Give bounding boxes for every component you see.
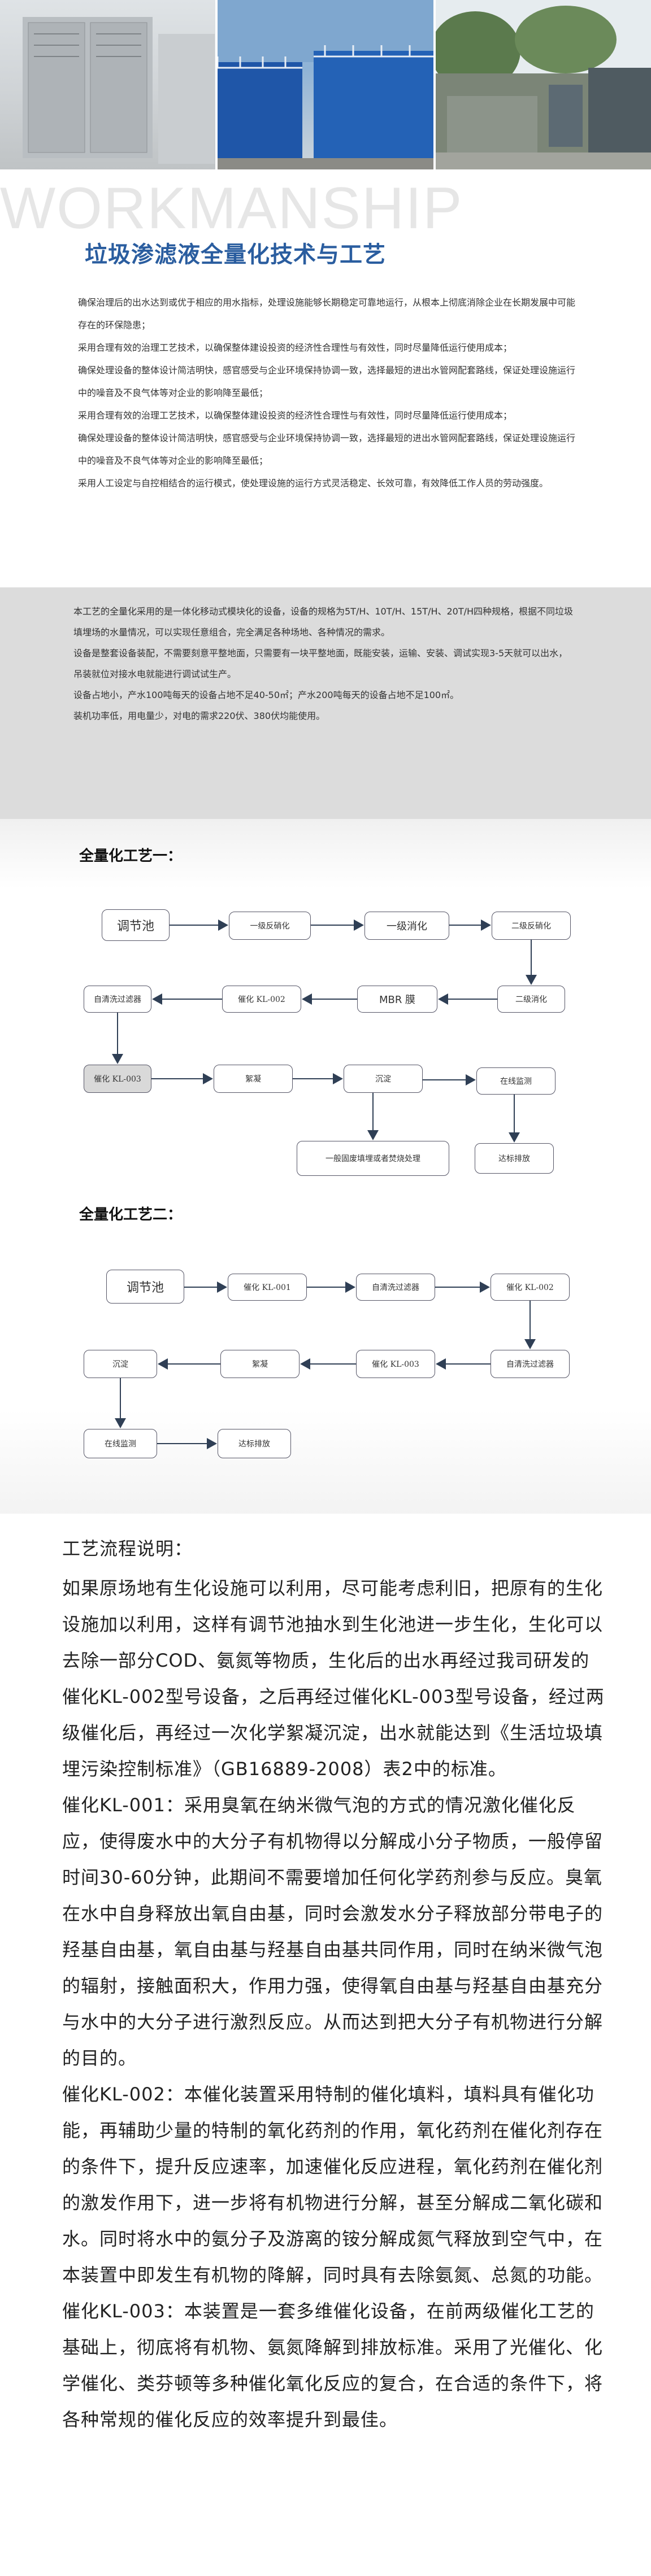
intro-paragraph: 确保治理后的出水达到或优于相应的用水指标，处理设施能够长期稳定可靠地运行，从根本… (78, 297, 576, 330)
process-description: 工艺流程说明： 如果原场地有生化设施可以利用，尽可能考虑利旧，把原有的生化设施加… (62, 1531, 605, 2438)
p2-node-dabiaopaifang: 达标排放 (218, 1429, 291, 1458)
p1-node-erjixiaohua: 二级消化 (497, 986, 565, 1013)
equipment-paragraph: 设备占地小，产水100吨每天的设备占地不足40-50㎡；产水200吨每天的设备占… (73, 690, 459, 700)
description-paragraph: 催化KL-003：本装置是一套多维催化设备，在前两级催化工艺的基础上，彻底将有机… (62, 2300, 604, 2430)
header-photos (0, 0, 651, 169)
p1-node-zaixianjiance: 在线监测 (476, 1067, 555, 1095)
equipment-paragraph: 本工艺的全量化采用的是一体化移动式模块化的设备，设备的规格为5T/H、10T/H… (73, 606, 574, 638)
p1-node-tiaojiechi: 调节池 (102, 909, 170, 941)
p1-node-dabiaopaifang: 达标排放 (475, 1143, 554, 1174)
description-paragraph: 催化KL-002：本催化装置采用特制的催化填料，填料具有催化功能，再辅助少量的特… (62, 2084, 604, 2286)
p2-node-chendian: 沉淀 (84, 1350, 157, 1378)
intro-paragraph: 采用人工设定与自控相结合的运行模式，使处理设施的运行方式灵活稳定、长效可靠，有效… (78, 478, 549, 489)
p1-node-kl002: 催化 KL-002 (222, 986, 301, 1013)
p1-node-zijingguolv: 自清洗过滤器 (84, 986, 151, 1013)
p1-node-erjifanxiaohua: 二级反硝化 (492, 912, 571, 940)
description-paragraph: 催化KL-001：采用臭氧在纳米微气泡的方式的情况激化催化反应，使得废水中的大分… (62, 1794, 604, 2069)
equipment-paragraph: 设备是整套设备装配，不需要刻意平整地面，只需要有一块平整地面，既能安装，运输、安… (73, 648, 568, 679)
equipment-text: 本工艺的全量化采用的是一体化移动式模块化的设备，设备的规格为5T/H、10T/H… (73, 601, 576, 726)
equipment-paragraph: 装机功率低，用电量少，对电的需求220伏、380伏均能使用。 (73, 711, 326, 721)
intro-paragraph: 采用合理有效的治理工艺技术，以确保整体建设投资的经济性合理性与有效性，同时尽量降… (78, 410, 513, 421)
p2-node-zijingguolv-2: 自清洗过滤器 (491, 1350, 570, 1378)
process1-heading: 全量化工艺一： (79, 848, 183, 865)
p2-node-zijingguolv-1: 自清洗过滤器 (356, 1274, 435, 1301)
outdoor-plant-photo (435, 0, 651, 169)
tank-plant-photo (218, 0, 436, 169)
description-heading: 工艺流程说明： (62, 1538, 193, 1559)
description-paragraph: 如果原场地有生化设施可以利用，尽可能考虑利旧，把原有的生化设施加以利用，这样有调… (62, 1577, 605, 1780)
container-equipment-photo (0, 0, 218, 169)
p2-node-kl002: 催化 KL-002 (491, 1274, 570, 1301)
p2-node-xuning: 絮凝 (220, 1350, 300, 1378)
p1-node-kl003: 催化 KL-003 (84, 1065, 151, 1093)
process2-heading: 全量化工艺二： (79, 1206, 183, 1223)
p1-node-yijixiaohua: 一级消化 (364, 912, 449, 940)
intro-paragraph: 采用合理有效的治理工艺技术，以确保整体建设投资的经济性合理性与有效性，同时尽量降… (78, 342, 513, 353)
p1-node-xuning: 絮凝 (214, 1065, 293, 1093)
p1-node-mbr: MBR 膜 (357, 986, 437, 1013)
p1-node-chendian: 沉淀 (344, 1065, 423, 1093)
watermark-text: WORKMANSHIP (0, 176, 463, 241)
p2-node-kl001: 催化 KL-001 (228, 1274, 307, 1301)
intro-paragraph: 确保处理设备的整体设计简洁明快，感官感受与企业环境保持协调一致，选择最短的进出水… (78, 433, 576, 466)
intro-paragraph: 确保处理设备的整体设计简洁明快，感官感受与企业环境保持协调一致，选择最短的进出水… (78, 365, 576, 398)
p2-node-kl003: 催化 KL-003 (356, 1350, 435, 1378)
equipment-section: 本工艺的全量化采用的是一体化移动式模块化的设备，设备的规格为5T/H、10T/H… (0, 587, 651, 819)
p1-node-gufei: 一般固废填埋或者焚烧处理 (297, 1141, 449, 1176)
page-title: 垃圾渗滤液全量化技术与工艺 (85, 242, 386, 268)
p1-node-yijifanxiaohua: 一级反硝化 (229, 912, 311, 940)
p2-node-zaixianjiance: 在线监测 (84, 1429, 157, 1458)
intro-text: 确保治理后的出水达到或优于相应的用水指标，处理设施能够长期稳定可靠地运行，从根本… (78, 291, 575, 495)
p2-node-tiaojiechi: 调节池 (106, 1270, 184, 1304)
